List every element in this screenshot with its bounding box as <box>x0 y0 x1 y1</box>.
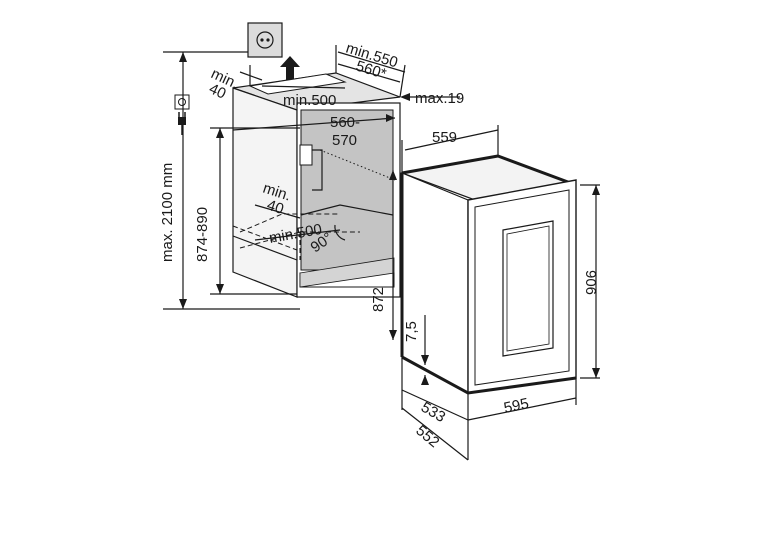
dim-inner-40: 40 <box>265 197 286 218</box>
dim-7-5: 7,5 <box>403 321 420 342</box>
dim-906: 906 <box>582 270 599 295</box>
dim-560-570-b: 570 <box>332 132 357 149</box>
dimension-lines <box>163 45 600 461</box>
power-plug-icon <box>178 112 186 135</box>
niche-cabinet <box>232 72 401 298</box>
dim-max-19: max.19 <box>415 90 464 107</box>
dim-top-40: 40 <box>206 80 228 102</box>
dim-560-570-a: 560- <box>330 114 360 131</box>
dim-552: 552 <box>412 422 442 451</box>
power-socket-icon <box>174 94 190 110</box>
dim-874-890: 874-890 <box>194 207 211 262</box>
wall-socket-icon <box>247 22 283 58</box>
dim-max-2100: max. 2100 mm <box>159 163 176 262</box>
dim-595: 595 <box>502 395 530 417</box>
dim-872: 872 <box>370 287 387 312</box>
wine-cooler-appliance <box>399 154 577 395</box>
dim-559: 559 <box>432 129 457 146</box>
ventilation-up-arrow-icon <box>280 56 300 80</box>
dim-top-min-500: min.500 <box>283 92 336 109</box>
